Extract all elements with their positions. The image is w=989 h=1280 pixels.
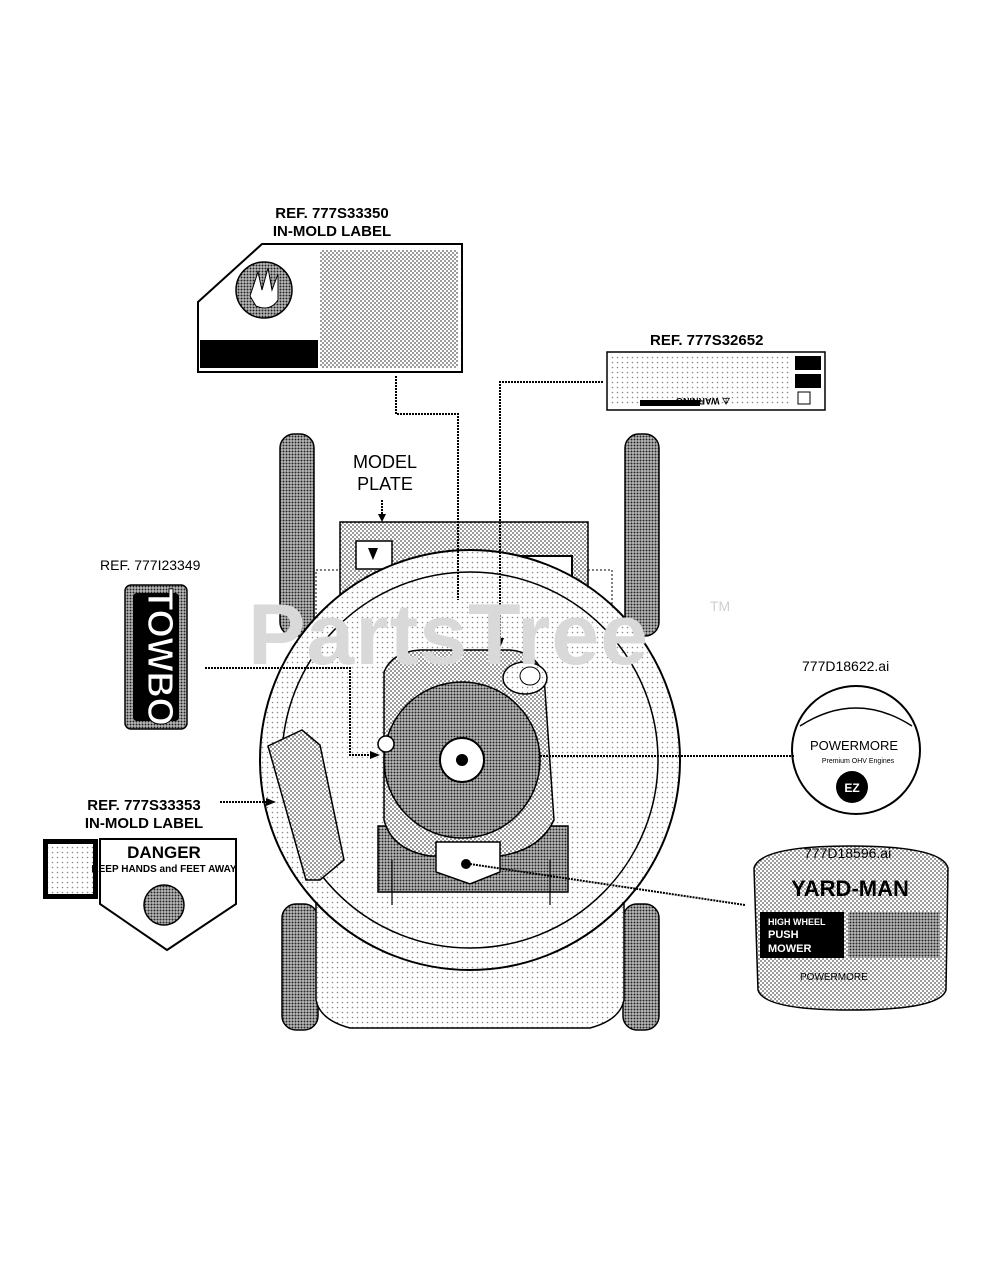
callout-777d18622-text: 777D18622.ai bbox=[802, 658, 890, 674]
callout-ref-777i23349: REF. 777I23349 bbox=[100, 557, 200, 573]
callout-777d18622: 777D18622.ai bbox=[802, 658, 889, 674]
yardman-line1: HIGH WHEEL bbox=[768, 917, 826, 927]
yardman-power-brand: POWERMORE bbox=[800, 972, 868, 983]
callout-ref-777s33353-line1: REF. 777S33353 bbox=[87, 797, 201, 814]
watermark-tm: TM bbox=[710, 598, 731, 614]
warning-word: ⚠ WARNING bbox=[676, 396, 731, 406]
front-left-wheel bbox=[281, 903, 319, 1031]
watermark: PartsTree bbox=[248, 587, 650, 683]
callout-model-plate: MODEL PLATE bbox=[340, 451, 430, 495]
callout-model-plate-line1: MODEL bbox=[352, 452, 417, 472]
callout-777d18596-text: 777D18596.ai bbox=[804, 845, 892, 861]
decal-777d18622-powermore bbox=[791, 685, 921, 815]
decal-vertical-text: TOWBO bbox=[140, 588, 181, 725]
model-plate-decal bbox=[355, 540, 393, 570]
danger-word: DANGER bbox=[127, 843, 201, 862]
danger-subtext: KEEP HANDS and FEET AWAY bbox=[91, 864, 237, 875]
discharge-chute bbox=[267, 729, 345, 881]
ez-badge: EZ bbox=[844, 781, 859, 795]
powermore-sub: Premium OHV Engines bbox=[822, 758, 895, 765]
callout-model-plate-line2: PLATE bbox=[357, 474, 413, 494]
callout-ref-777s33350-line2: IN-MOLD LABEL bbox=[272, 223, 392, 240]
callout-ref-777i23349-text: REF. 777I23349 bbox=[100, 557, 201, 573]
callout-ref-777s33353: REF. 777S33353 IN-MOLD LABEL bbox=[74, 797, 214, 833]
front-right-wheel bbox=[622, 903, 660, 1031]
callout-777d18596: 777D18596.ai bbox=[804, 845, 891, 861]
callout-ref-777s33350-line1: REF. 777S33350 bbox=[275, 205, 389, 222]
callout-ref-777s33353-line2: IN-MOLD LABEL bbox=[84, 815, 204, 832]
callout-ref-777s32652: REF. 777S32652 bbox=[650, 332, 763, 350]
rear-right-wheel bbox=[624, 433, 660, 637]
yardman-line2: PUSH bbox=[768, 929, 799, 941]
rear-left-wheel bbox=[279, 433, 315, 637]
yardman-line3: MOWER bbox=[768, 943, 811, 955]
callout-ref-777s32652-text: REF. 777S32652 bbox=[650, 332, 764, 349]
hand-warning-icon-2 bbox=[143, 884, 185, 926]
yardman-brand: YARD-MAN bbox=[791, 876, 909, 901]
powermore-brand: POWERMORE bbox=[810, 738, 898, 753]
callout-ref-777s33350: REF. 777S33350 IN-MOLD LABEL bbox=[262, 205, 402, 241]
